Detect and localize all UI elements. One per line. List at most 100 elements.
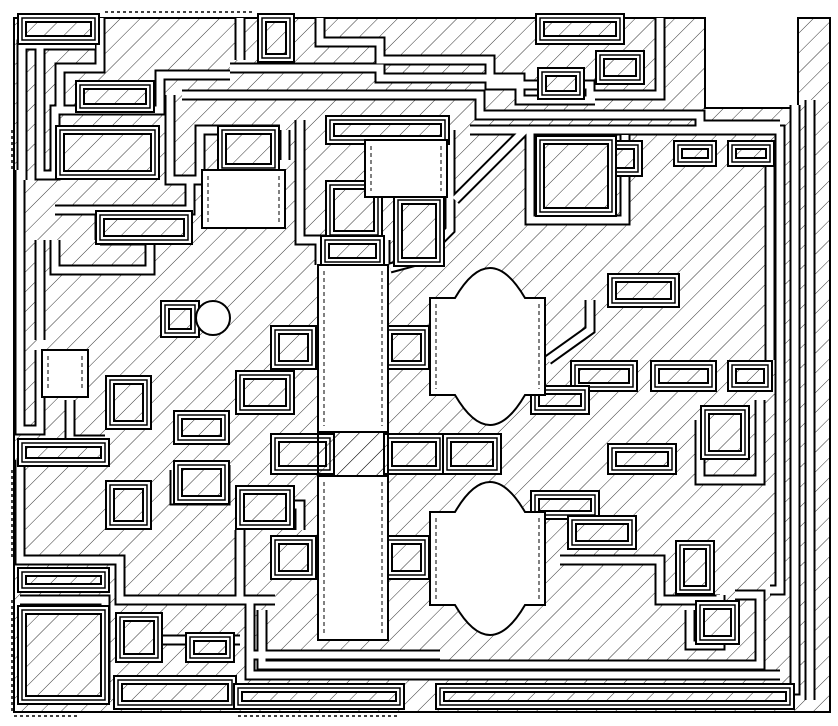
island [569, 517, 635, 548]
island-outline [574, 364, 634, 388]
dotted-edges [11, 11, 400, 717]
island-outline [79, 84, 151, 109]
island-outline [261, 17, 291, 59]
channel-gap [258, 591, 764, 669]
channel-gap [316, 18, 664, 99]
open-areas [41, 139, 546, 641]
island-outline [237, 687, 401, 706]
island [175, 462, 228, 503]
island [175, 412, 228, 443]
rounded-pad [429, 267, 546, 426]
island-outline [539, 17, 621, 41]
island-outline [397, 199, 441, 263]
island-outline [21, 442, 106, 463]
channel-gap [236, 530, 275, 604]
island [444, 435, 500, 473]
island [115, 677, 235, 708]
island [395, 197, 443, 265]
island-outline [21, 609, 106, 701]
island [107, 377, 150, 428]
island-outline [571, 519, 633, 546]
island [539, 69, 583, 98]
channel-gap [16, 170, 44, 434]
island-outline [117, 679, 233, 706]
channel-gap [470, 126, 784, 594]
island [322, 237, 383, 265]
channel-gap [545, 300, 594, 363]
channel-gap [246, 610, 780, 679]
open-area [201, 169, 286, 229]
channel-gap [452, 127, 528, 203]
island [677, 542, 713, 593]
island [385, 327, 428, 368]
island [437, 685, 793, 708]
island [187, 634, 233, 661]
island [219, 127, 278, 171]
island [19, 440, 108, 465]
island [609, 445, 675, 473]
island-outline [611, 447, 673, 471]
island [162, 302, 198, 336]
island-outline [446, 437, 498, 471]
island [385, 537, 428, 578]
island [729, 362, 771, 390]
island-outline [99, 214, 189, 241]
island [609, 275, 678, 306]
island-outline [654, 364, 713, 388]
open-area [41, 349, 89, 398]
island [259, 15, 293, 61]
island [117, 614, 161, 661]
island [537, 15, 623, 43]
channel-gap [526, 130, 629, 224]
island [572, 362, 636, 390]
island-outline [239, 374, 291, 411]
island [272, 327, 315, 368]
islands [17, 13, 795, 710]
island [19, 15, 98, 43]
island-outline [21, 571, 106, 589]
island-outline [534, 389, 586, 411]
island [675, 142, 715, 165]
island-outline [109, 379, 148, 426]
island-outline [177, 464, 226, 501]
island-outline [21, 17, 96, 41]
island-outline [119, 616, 159, 659]
island-outline [599, 54, 641, 81]
channel-gap [560, 556, 720, 604]
island-outline [731, 364, 769, 388]
island-outline [439, 687, 791, 706]
island [537, 137, 615, 215]
island [385, 435, 443, 473]
island [729, 142, 773, 165]
island [107, 482, 150, 528]
island-outline [177, 414, 226, 441]
open-area [317, 264, 389, 433]
channel-gap [182, 91, 780, 129]
island-outline [324, 239, 381, 263]
open-area [317, 475, 389, 641]
island-outline [274, 329, 313, 366]
island-outline [274, 539, 313, 576]
island [97, 212, 191, 243]
island-outline [541, 71, 581, 96]
island [57, 127, 158, 178]
island-outline [731, 144, 771, 163]
center-crossing [317, 431, 389, 477]
island-outline [677, 144, 713, 163]
island-outline [109, 484, 148, 526]
island [272, 537, 315, 578]
island-outline [164, 304, 196, 334]
island [327, 117, 448, 143]
circle-pad [195, 300, 231, 336]
island [652, 362, 715, 390]
island-outline [679, 544, 711, 591]
island-outline [699, 604, 736, 641]
open-area [364, 139, 448, 198]
island [237, 487, 293, 528]
island-outline [59, 129, 156, 176]
island [702, 407, 748, 458]
island [597, 52, 643, 83]
island-outline [189, 636, 231, 659]
rounded-pad [429, 481, 546, 636]
